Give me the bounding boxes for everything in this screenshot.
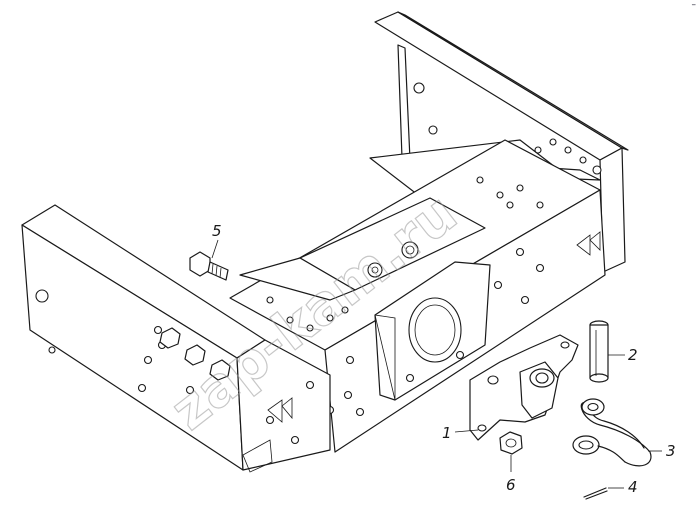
part-3-shackle bbox=[572, 398, 662, 467]
part-4-cotter-pin bbox=[583, 487, 624, 500]
callout-label-5: 5 bbox=[212, 222, 222, 240]
part-2-pin bbox=[589, 320, 625, 383]
callout-label-3: 3 bbox=[666, 442, 676, 460]
callout-label-4: 4 bbox=[628, 478, 638, 496]
callout-label-1: 1 bbox=[442, 424, 452, 442]
callout-label-6: 6 bbox=[506, 476, 516, 494]
part-1-hook-body bbox=[454, 334, 579, 441]
left-upright-bracket bbox=[21, 204, 331, 473]
main-crossbeam bbox=[229, 139, 606, 453]
part-6-nut bbox=[499, 431, 523, 472]
callout-label-2: 2 bbox=[628, 346, 638, 364]
corner-mark: – bbox=[691, 0, 697, 10]
part-5-bolt bbox=[189, 239, 229, 281]
